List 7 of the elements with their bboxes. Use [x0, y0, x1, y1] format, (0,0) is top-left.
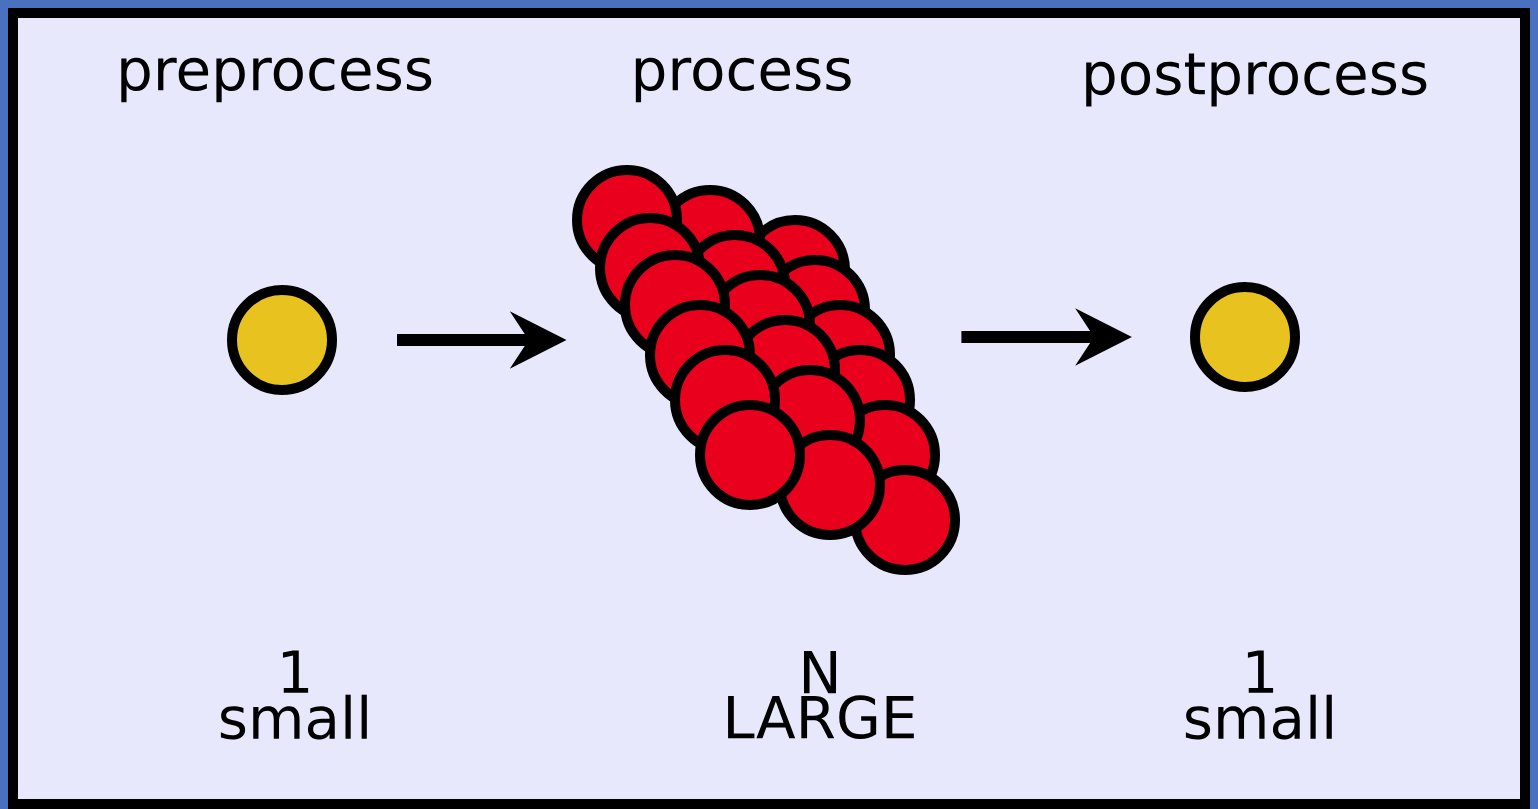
circle-cluster-drawing	[572, 165, 960, 575]
stage-heading: preprocess	[121, 57, 432, 103]
count-label: 1 small	[1185, 650, 1332, 740]
count-label: N LARGE	[728, 650, 914, 740]
stage-heading: postprocess	[1086, 53, 1427, 107]
stage-heading: process	[635, 57, 851, 103]
count-label: 1 small	[220, 650, 367, 740]
